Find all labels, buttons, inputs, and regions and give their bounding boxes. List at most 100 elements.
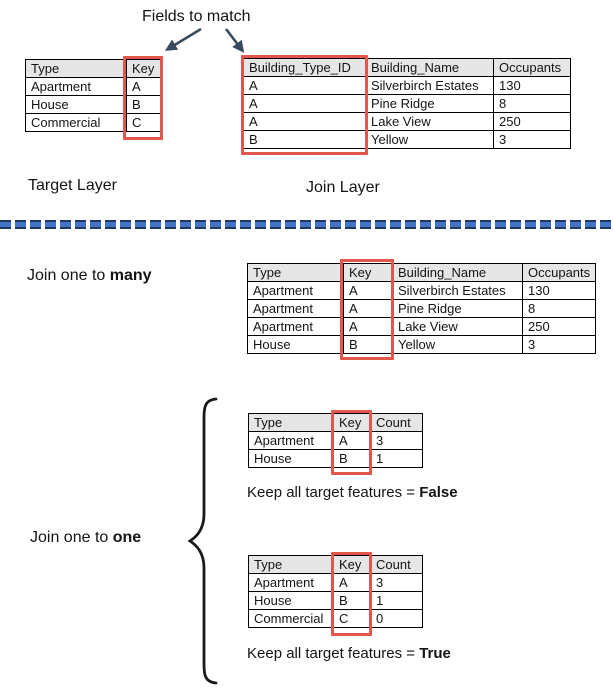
table-cell: 8: [493, 94, 571, 113]
target-layer-label: Target Layer: [28, 176, 117, 195]
table-cell: A: [243, 76, 366, 95]
column-header: Building_Type_ID: [243, 58, 366, 77]
table-cell: 130: [522, 281, 596, 300]
table-cell: Commercial: [248, 609, 334, 628]
label-text: Join Layer: [306, 179, 380, 196]
label-text: Keep all target features =: [247, 645, 420, 662]
table-cell: Apartment: [25, 77, 127, 96]
column-header: Building_Name: [365, 58, 494, 77]
table-cell: A: [243, 94, 366, 113]
table-cell: C: [126, 113, 161, 132]
table-cell: Lake View: [365, 112, 494, 131]
column-header: Key: [343, 263, 393, 282]
table-cell: House: [248, 449, 334, 468]
table-cell: 0: [370, 609, 423, 628]
label-bold-text: one: [112, 529, 142, 546]
table-cell: House: [248, 591, 334, 610]
label-text: Fields to match: [142, 8, 251, 25]
arrow-to-target-key-icon: [164, 27, 202, 51]
table-cell: A: [343, 281, 393, 300]
table-cell: 3: [493, 130, 571, 149]
table-cell: B: [126, 95, 161, 114]
label-bold-text: False: [419, 484, 458, 501]
table-cell: Apartment: [248, 573, 334, 592]
table-cell: Apartment: [248, 431, 334, 450]
table-cell: B: [243, 130, 366, 149]
keep-false-caption: Keep all target features = False: [247, 484, 458, 502]
table-cell: B: [333, 591, 371, 610]
table-cell: Yellow: [392, 335, 523, 354]
column-header: Key: [126, 59, 161, 78]
table-cell: 3: [522, 335, 596, 354]
column-header: Type: [248, 555, 334, 574]
table-cell: Silverbirch Estates: [365, 76, 494, 95]
table-cell: 250: [522, 317, 596, 336]
fields-to-match-label: Fields to match: [142, 7, 250, 26]
table-cell: A: [126, 77, 161, 96]
table-cell: Yellow: [365, 130, 494, 149]
section-divider: [0, 220, 613, 229]
label-text: Target Layer: [28, 177, 117, 194]
label-text: Join one to: [30, 529, 113, 546]
column-header: Type: [248, 413, 334, 432]
table-cell: House: [25, 95, 127, 114]
curly-brace-icon: [187, 397, 218, 685]
table-cell: 1: [370, 449, 423, 468]
arrow-to-join-key-icon: [224, 28, 245, 53]
column-header: Type: [25, 59, 127, 78]
table-cell: Pine Ridge: [392, 299, 523, 318]
table-cell: A: [333, 573, 371, 592]
table-cell: Apartment: [247, 317, 344, 336]
table-cell: A: [343, 299, 393, 318]
table-cell: Apartment: [247, 281, 344, 300]
label-text: Join one to: [27, 267, 110, 284]
table-cell: C: [333, 609, 371, 628]
label-bold-text: many: [109, 267, 152, 284]
column-header: Key: [333, 555, 371, 574]
join-layer-label: Join Layer: [306, 178, 380, 197]
table-cell: Apartment: [247, 299, 344, 318]
table-cell: 8: [522, 299, 596, 318]
table-cell: B: [333, 449, 371, 468]
table-cell: House: [247, 335, 344, 354]
column-header: Type: [247, 263, 344, 282]
table-cell: Silverbirch Estates: [392, 281, 523, 300]
label-text: Keep all target features =: [247, 484, 420, 501]
table-cell: B: [343, 335, 393, 354]
column-header: Count: [370, 555, 423, 574]
table-cell: 1: [370, 591, 423, 610]
column-header: Key: [333, 413, 371, 432]
table-cell: Pine Ridge: [365, 94, 494, 113]
column-header: Building_Name: [392, 263, 523, 282]
label-bold-text: True: [419, 645, 451, 662]
keep-true-caption: Keep all target features = True: [247, 645, 451, 663]
table-cell: 3: [370, 573, 423, 592]
table-cell: 250: [493, 112, 571, 131]
table-cell: A: [333, 431, 371, 450]
